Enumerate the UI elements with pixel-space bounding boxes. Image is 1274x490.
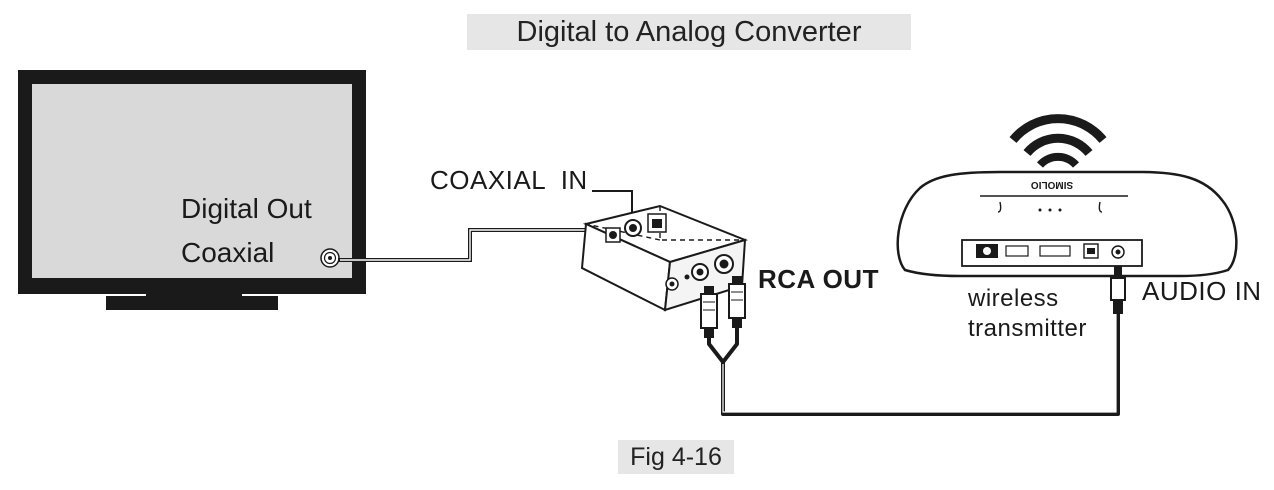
page-title: Digital to Analog Converter: [516, 16, 862, 48]
coaxial-port-icon: [320, 248, 340, 268]
rca-out-label: RCA OUT: [758, 264, 879, 294]
wifi-signal-icon: [1009, 114, 1107, 168]
dac-converter-box: [580, 204, 749, 312]
wireless-transmitter: [896, 170, 1238, 278]
audio-in-label: AUDIO IN: [1142, 276, 1262, 306]
figure-label: Fig 4-16: [630, 443, 722, 471]
tv-screen: [32, 84, 352, 278]
rca-plugs-icon: [700, 276, 746, 338]
tv-label-coaxial: Coaxial: [181, 237, 275, 268]
tv-stand: [106, 296, 278, 310]
coaxial-cable: [338, 228, 620, 262]
transmitter-label-transmitter: transmitter: [968, 315, 1087, 342]
transmitter-label-wireless: wireless: [968, 285, 1059, 312]
title-background: [467, 14, 911, 50]
brand-logo: SIMOLIO: [1031, 179, 1073, 190]
tv-label-digital-out: Digital Out: [181, 193, 312, 224]
audio-plug-icon: [1110, 266, 1126, 314]
figure-label-background: [618, 440, 734, 474]
coaxial-in-label: COAXIAL IN: [430, 165, 588, 195]
television: [18, 70, 366, 310]
